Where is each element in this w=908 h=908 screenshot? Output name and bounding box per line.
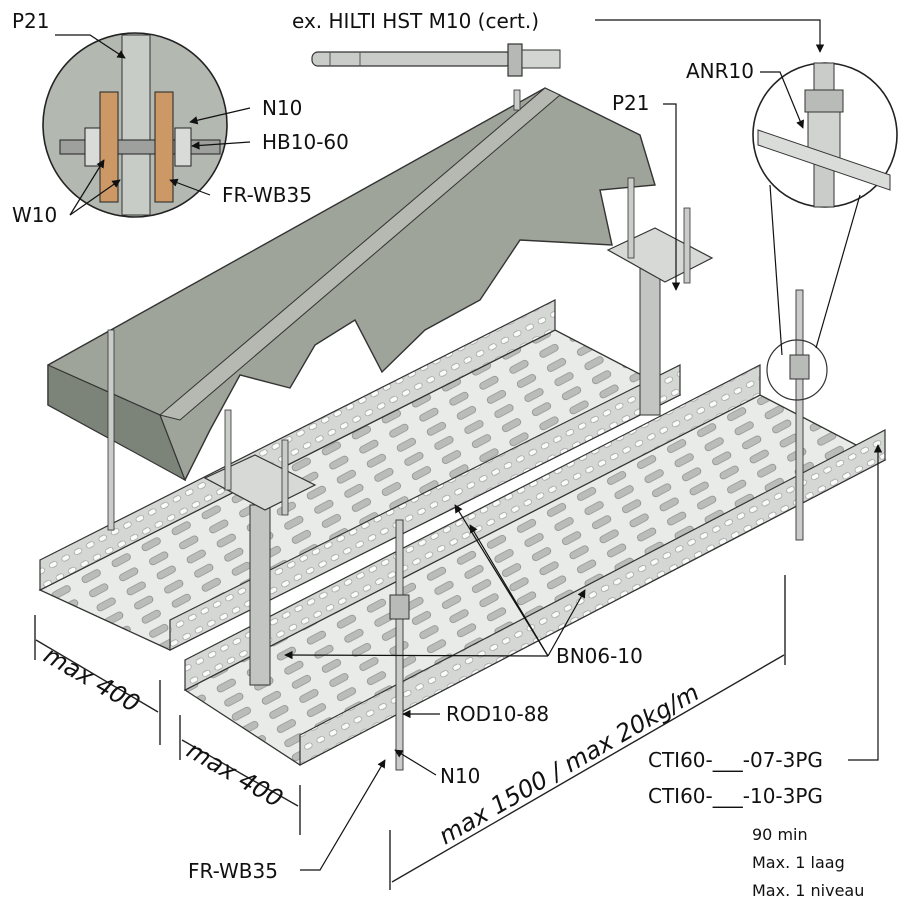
cable-tray-left (38, 299, 682, 651)
anchor-bolt-icon (311, 43, 561, 77)
product-code-07: CTI60-___-07-3PG (648, 748, 823, 772)
detail-callout-left (42, 32, 228, 218)
anr10-label: ANR10 (686, 59, 754, 83)
concrete-slab (47, 87, 656, 482)
width-dimension-left: max 400 (39, 641, 145, 718)
n10-detail-label: N10 (262, 96, 302, 120)
fr-wb35-bottom-label: FR-WB35 (188, 859, 278, 883)
fire-rating-note: 90 min (752, 825, 808, 844)
product-code-10: CTI60-___-10-3PG (648, 784, 823, 808)
p21-label-top-left: P21 (12, 9, 50, 33)
levels-note: Max. 1 niveau (752, 881, 864, 900)
hanger-rods (107, 89, 810, 771)
anchor-label: ex. HILTI HST M10 (cert.) (292, 9, 539, 33)
rod10-88-label: ROD10-88 (446, 702, 549, 726)
width-dimension-front: max 400 (182, 736, 288, 813)
leader-lines (55, 19, 883, 871)
n10-bottom-label: N10 (440, 764, 480, 788)
detail-callout-right (752, 62, 898, 401)
bn06-10-label: BN06-10 (556, 644, 643, 668)
hb10-60-label: HB10-60 (262, 130, 349, 154)
p21-label-top-center: P21 (612, 91, 650, 115)
fr-wb35-detail-label: FR-WB35 (222, 183, 312, 207)
dimension-lines (34, 575, 786, 890)
layers-note: Max. 1 laag (752, 853, 845, 872)
w10-label: W10 (12, 203, 57, 227)
